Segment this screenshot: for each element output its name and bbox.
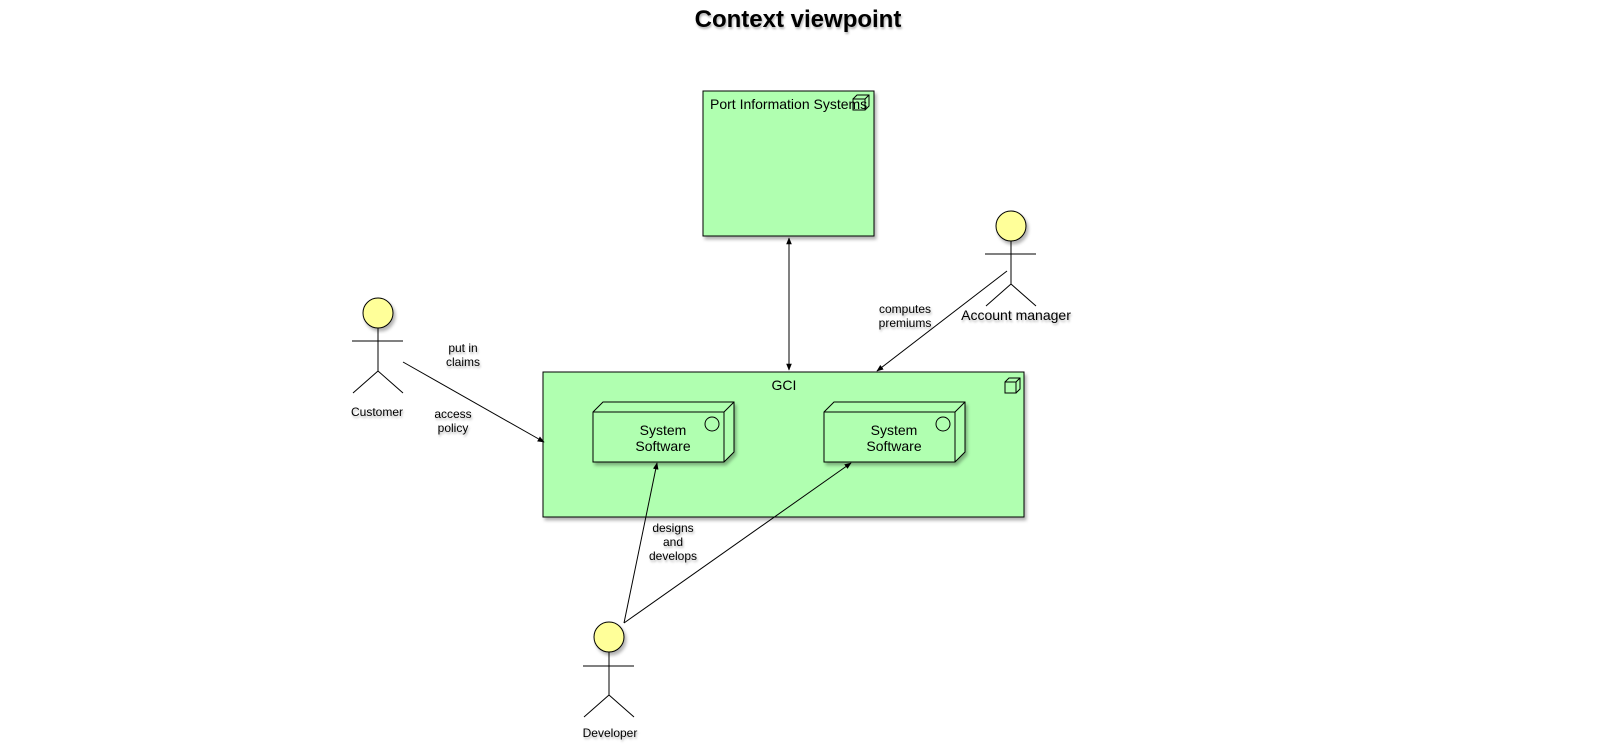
designs-develops-line3: develops	[649, 549, 697, 563]
customer-actor-icon	[362, 297, 394, 329]
system-software-icon	[935, 416, 951, 432]
application-collaboration-icon	[852, 94, 870, 111]
put-in-claims-line2: claims	[446, 355, 480, 369]
computes-premiums-line2: premiums	[879, 316, 932, 330]
customer-actor[interactable]: Customer	[351, 297, 404, 419]
system-software-2-line1: System	[871, 422, 918, 438]
designs-develops-line2: and	[663, 535, 683, 549]
access-policy-line1: access	[434, 407, 471, 421]
developer-label: Developer	[583, 726, 638, 740]
node-icon	[1004, 377, 1021, 394]
developer-actor-icon	[593, 621, 625, 653]
gci-label: GCI	[772, 377, 797, 393]
developer-edge-labels: designs and develops	[649, 521, 697, 563]
developer-system-software-1-connector[interactable]	[623, 462, 659, 624]
account-manager-gci-connector[interactable]	[876, 270, 1008, 372]
system-software-node-2[interactable]: System Software	[823, 401, 966, 463]
port-information-systems-node[interactable]: Port Information Systems	[702, 90, 875, 237]
put-in-claims-line1: put in	[448, 341, 477, 355]
account-manager-label: Account manager	[961, 307, 1071, 323]
computes-premiums-line1: computes	[879, 302, 931, 316]
port-information-systems-label: Port Information Systems	[710, 96, 867, 112]
account-manager-actor-icon	[995, 210, 1027, 242]
system-software-icon	[704, 416, 720, 432]
system-software-1-line1: System	[640, 422, 687, 438]
account-manager-actor[interactable]: Account manager	[961, 210, 1071, 323]
diagram-title: Context viewpoint	[695, 6, 902, 33]
account-gci-edge-labels: computes premiums	[879, 302, 932, 330]
customer-gci-connector[interactable]	[402, 361, 545, 443]
developer-system-software-2-connector[interactable]	[623, 462, 852, 624]
developer-actor[interactable]: Developer	[583, 621, 638, 740]
designs-develops-line1: designs	[652, 521, 693, 535]
customer-label: Customer	[351, 405, 403, 419]
customer-gci-edge-labels: put in claims access policy	[434, 341, 480, 435]
system-software-2-line2: Software	[866, 438, 921, 454]
system-software-1-line2: Software	[635, 438, 690, 454]
system-software-node-1[interactable]: System Software	[592, 401, 735, 463]
access-policy-line2: policy	[438, 421, 469, 435]
